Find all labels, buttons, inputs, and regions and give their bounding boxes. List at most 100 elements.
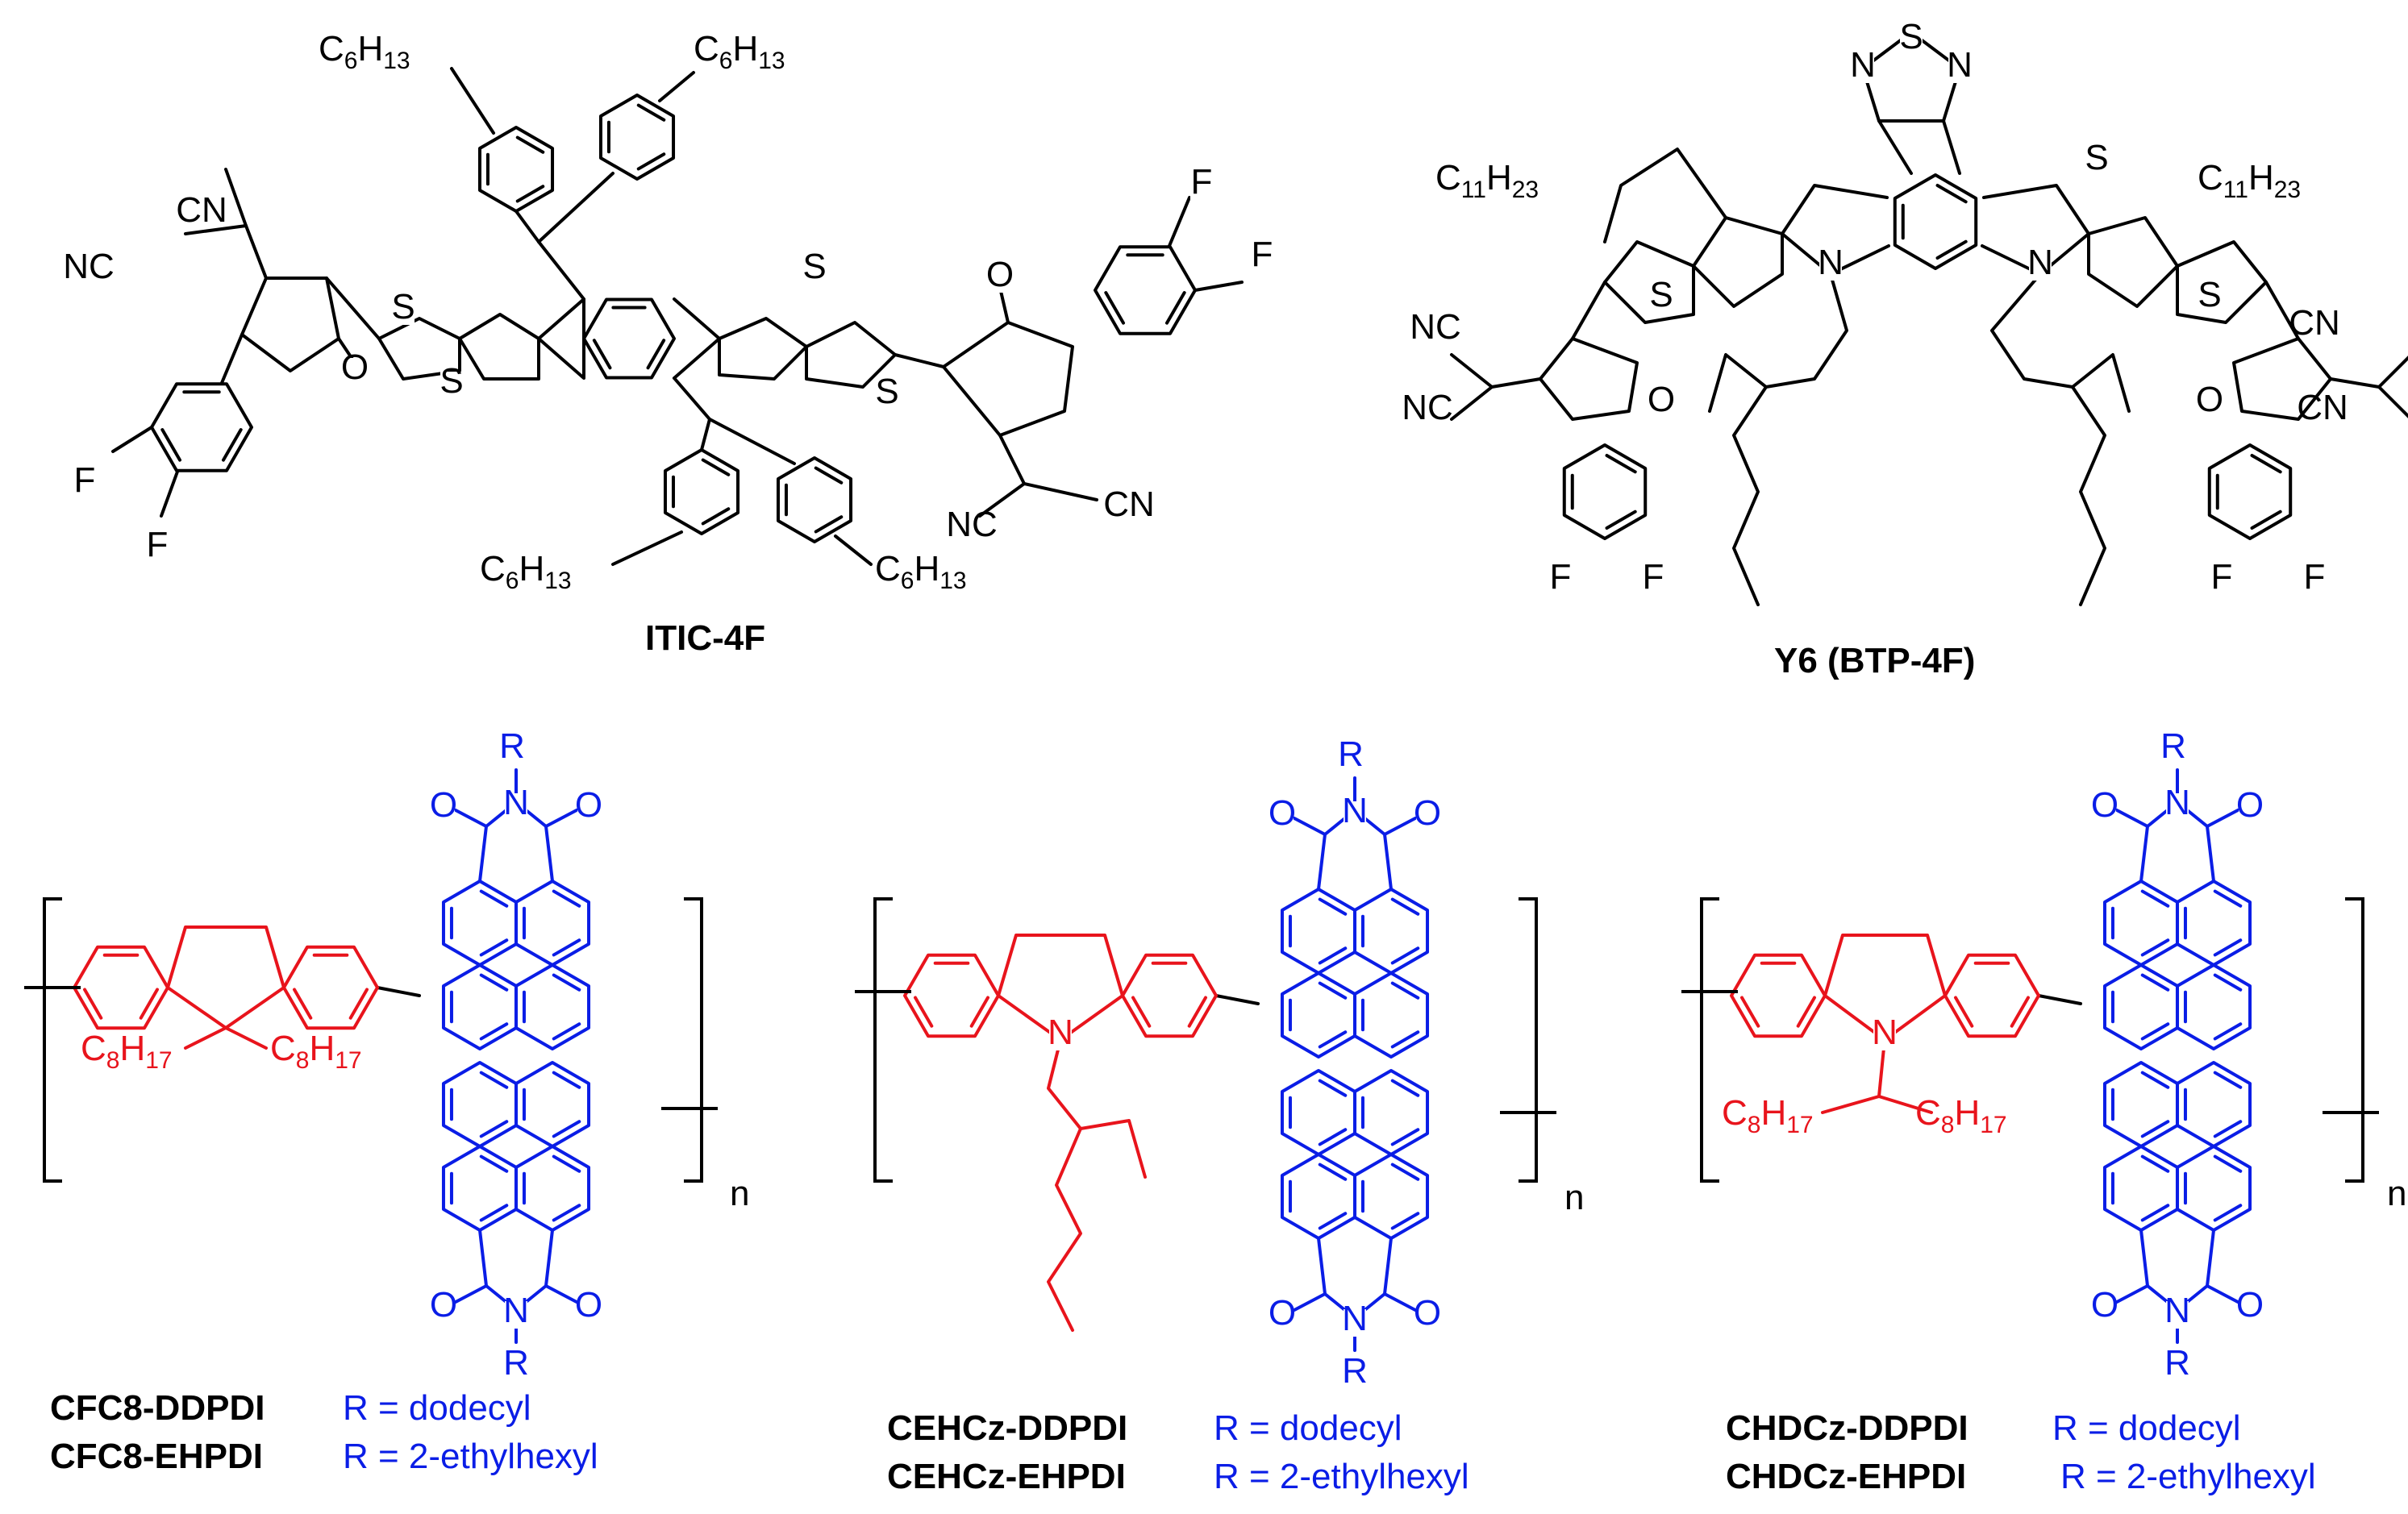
y6-f-1: F: [1550, 557, 1572, 597]
polymer-name-cehcz-eh: CEHCz-EHPDI: [887, 1457, 1126, 1496]
bond: [2206, 1284, 2239, 1304]
cfc8-pdi-ring: [514, 963, 591, 1050]
donor-units: [73, 925, 2040, 1332]
itic-ic-right-benzene: [1094, 245, 1197, 335]
polymer-name-cfc8-dd: CFC8-DDPDI: [50, 1388, 265, 1428]
atom-mask: [392, 297, 415, 325]
double-bond: [479, 938, 509, 957]
atom-mask: [2198, 390, 2221, 418]
chdcz-n: n: [2387, 1174, 2406, 1213]
polymer-brackets: [24, 897, 2379, 1183]
atom-mask: [2166, 1301, 2189, 1329]
chdcz-pdi-r-top: R: [2160, 726, 2186, 766]
bond: [220, 333, 244, 385]
cehcz-pdi-o-4: O: [1414, 1293, 1441, 1333]
chdcz-pdi-o-1: O: [2091, 785, 2118, 825]
double-bond: [1954, 996, 1974, 1028]
double-bond: [479, 1204, 509, 1222]
atom-mask: [505, 1301, 527, 1329]
r-definition-chdcz-dd: R = dodecyl: [2052, 1408, 2241, 1448]
itic-cn-2: CN: [1103, 485, 1155, 524]
bond: [2115, 1284, 2149, 1304]
double-bond: [552, 1154, 581, 1173]
atom-mask: [989, 265, 1011, 293]
bond: [1293, 817, 1327, 836]
bond: [224, 1026, 268, 1050]
y6-thiophene-r1: [2087, 216, 2179, 308]
cehcz-pdi-o-3: O: [1269, 1293, 1296, 1333]
double-bond: [1390, 981, 1420, 1000]
bond: [515, 210, 540, 243]
cfc8-pdi-ring: [441, 963, 519, 1050]
atom-mask: [1344, 1362, 1366, 1389]
double-bond: [969, 996, 989, 1028]
double-bond: [1318, 1079, 1348, 1097]
y6-s-td: S: [1899, 17, 1923, 56]
atom-mask: [2303, 568, 2326, 595]
chdcz-pdi-ring: [2175, 880, 2252, 967]
cehcz-pdi-ring: [1280, 1153, 1357, 1240]
itic-nc-2: NC: [946, 505, 998, 544]
atom-mask: [2085, 148, 2108, 176]
double-bond: [636, 152, 666, 171]
double-bond: [1605, 454, 1637, 474]
atom-mask: [2198, 285, 2221, 313]
double-bond: [1935, 239, 1968, 260]
double-bond: [2213, 973, 2243, 992]
double-bond: [2010, 996, 2030, 1028]
atom-mask: [1650, 285, 1673, 313]
double-bond: [1740, 996, 1760, 1028]
itic-aryl-3: [663, 448, 740, 535]
r-definition-cfc8-eh: R = 2-ethylhexyl: [343, 1437, 598, 1476]
double-bond: [552, 938, 581, 957]
itic-s-1: S: [440, 361, 463, 401]
bond: [184, 224, 248, 235]
y6-ic-l-benzene: [1562, 443, 1648, 540]
cehcz-carbazole-ring-2: [1121, 953, 1218, 1038]
atom-mask: [577, 1296, 600, 1323]
polymer-name-chdcz-eh: CHDCz-EHPDI: [1726, 1457, 1967, 1496]
double-bond: [2140, 938, 2170, 957]
chdcz-pdi-ring: [2175, 1145, 2252, 1232]
small-molecule-acceptors: [111, 31, 2408, 1005]
itic-ic-right-five: [942, 321, 1074, 437]
cehcz-bracket-left: [873, 897, 893, 1183]
cehcz-pdi-ring: [1280, 971, 1357, 1059]
bond: [894, 353, 945, 368]
double-bond: [2213, 938, 2243, 957]
double-bond: [2213, 1120, 2243, 1138]
y6-n-1: N: [1818, 243, 1843, 282]
double-bond: [814, 466, 844, 485]
bond: [544, 809, 578, 828]
bond: [2115, 809, 2149, 828]
chdcz-pdi-o-3: O: [2091, 1285, 2118, 1325]
bond: [184, 1026, 227, 1050]
atom-mask: [2239, 1296, 2261, 1323]
double-bond: [2140, 889, 2170, 908]
itic-f-3: F: [1252, 235, 1273, 274]
y6-ic-r-five: [2232, 337, 2332, 421]
double-bond: [552, 889, 581, 908]
double-bond: [1390, 1079, 1420, 1097]
cehcz-pdi-ring: [1280, 888, 1357, 975]
atom-mask: [1416, 804, 1439, 831]
atom-mask: [1873, 1023, 1896, 1050]
y6-thiophene-r2: [2176, 240, 2268, 324]
double-bond: [139, 988, 159, 1020]
chdcz-pdi-ring: [2175, 963, 2252, 1050]
bond: [454, 809, 488, 828]
double-bond: [1318, 1212, 1348, 1230]
double-bond: [1131, 996, 1152, 1028]
y6-f-4: F: [2304, 557, 2326, 597]
cehcz-pdi-o-2: O: [1414, 793, 1441, 833]
cfc8-pdi-ring: [441, 1145, 519, 1232]
double-bond: [479, 1154, 509, 1173]
y6-undecyl-2: C11H23: [2198, 158, 2301, 203]
atom-mask: [344, 358, 366, 385]
cfc8-pdi-o-2: O: [575, 785, 602, 825]
itic-aryl-4: [776, 456, 853, 543]
itic-aryl-2: [598, 94, 676, 181]
itic-ic-left-five: [240, 277, 340, 372]
